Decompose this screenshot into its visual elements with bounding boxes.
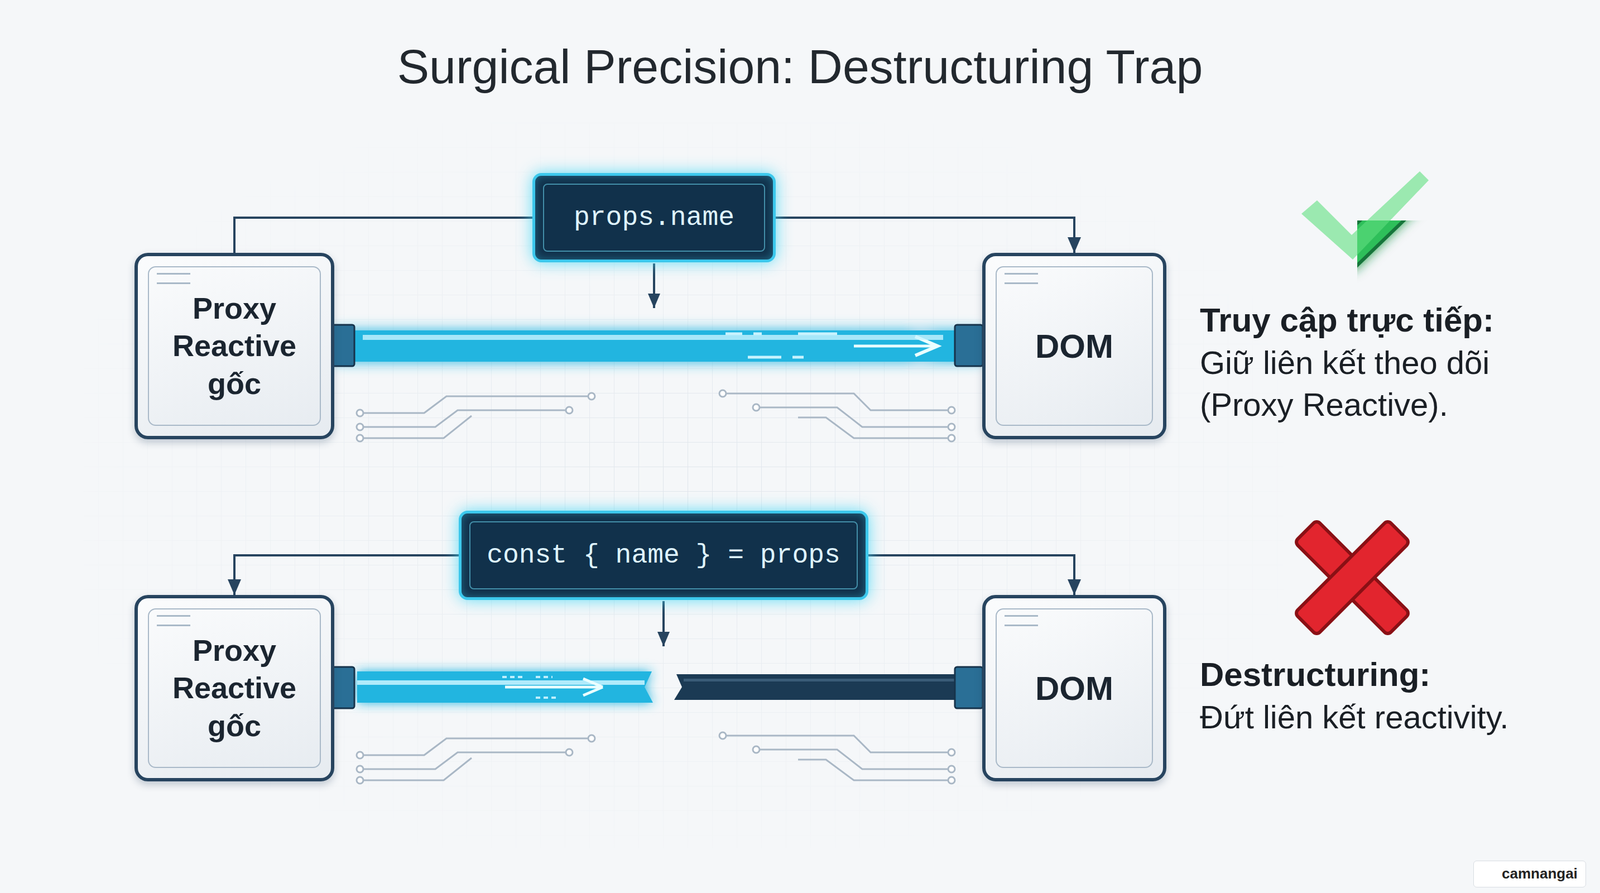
node-text: DOM: [1035, 325, 1114, 368]
title: Surgical Precision: Destructuring Trap: [0, 39, 1600, 95]
connector-line: [868, 555, 1075, 595]
node-text: Proxy Reactive gốc: [159, 289, 310, 403]
node-text: const { name } = props: [486, 540, 841, 571]
watermark: camnangai: [1473, 860, 1587, 888]
case-description: Đứt liên kết reactivity.: [1199, 695, 1594, 738]
reactive-proxy-box: Proxy Reactive gốc: [134, 594, 335, 782]
connector-line: [775, 217, 1075, 253]
reactive-pipe: [334, 330, 983, 362]
connector-line: [234, 555, 459, 595]
dom-box: DOM: [982, 252, 1167, 440]
check-mark: [1291, 164, 1441, 270]
broken-pipe: [357, 671, 983, 703]
case-heading: Truy cập trực tiếp:: [1199, 298, 1591, 343]
cross-mark: [1259, 484, 1446, 671]
node-text: Proxy Reactive gốc: [159, 631, 310, 746]
dom-box: DOM: [982, 594, 1167, 782]
pointer-arrow: [662, 601, 665, 647]
case-heading: Destructuring:: [1199, 652, 1591, 697]
node-text: DOM: [1035, 667, 1114, 710]
node-text: props.name: [573, 202, 735, 233]
circuit-traces: [356, 732, 955, 784]
code-box: const { name } = props: [458, 510, 869, 600]
case-description: Giữ liên kết theo dõi (Proxy Reactive).: [1199, 341, 1591, 426]
connector-line: [234, 217, 533, 253]
reactive-proxy-box: Proxy Reactive gốc: [134, 252, 335, 440]
circuit-traces: [356, 390, 955, 442]
code-box: props.name: [532, 173, 776, 263]
pointer-arrow: [652, 263, 656, 309]
